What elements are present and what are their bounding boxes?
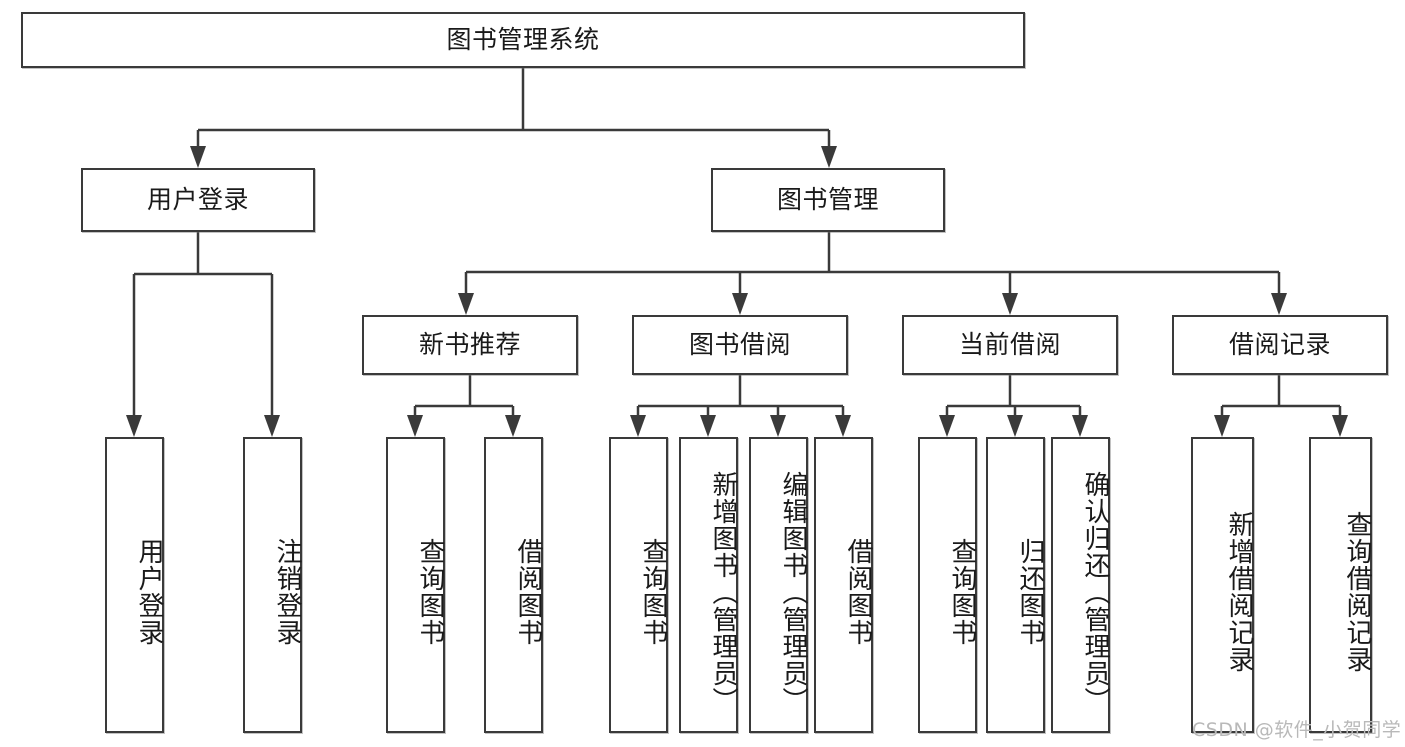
arrow-cb-leaf-1 xyxy=(939,415,955,437)
leaf-bb-query-books[interactable]: 查询图书 xyxy=(609,437,668,733)
node-label: 图书管理 xyxy=(776,185,879,215)
arrow-to-book-mgmt xyxy=(821,146,837,168)
leaf-cb-confirm-return-admin[interactable]: 确认归还（管理员） xyxy=(1051,437,1110,733)
node-label: 归还图书 xyxy=(1015,538,1045,646)
arrow-bb-leaf-1 xyxy=(630,415,646,437)
node-label: 借阅图书 xyxy=(843,538,873,646)
leaf-user-login[interactable]: 用户登录 xyxy=(105,437,164,733)
node-label: 图书管理系统 xyxy=(446,25,600,55)
node-label: 当前借阅 xyxy=(958,330,1061,360)
node-user-login[interactable]: 用户登录 xyxy=(81,168,315,232)
arrow-user-leaf-2 xyxy=(264,415,280,437)
node-library-management-system[interactable]: 图书管理系统 xyxy=(21,12,1025,68)
node-label: 编辑图书（管理员） xyxy=(778,470,808,714)
leaf-bb-borrow-books[interactable]: 借阅图书 xyxy=(814,437,873,733)
arrow-nb-leaf-1 xyxy=(407,415,423,437)
node-current-borrowing[interactable]: 当前借阅 xyxy=(902,315,1118,375)
arrow-cb-leaf-3 xyxy=(1072,415,1088,437)
watermark: CSDN @软件_小贺同学 xyxy=(1192,719,1402,741)
node-label: 借阅图书 xyxy=(513,538,543,646)
arrow-br-leaf-2 xyxy=(1332,415,1348,437)
node-label: 新增借阅记录 xyxy=(1224,511,1254,673)
arrow-nb-leaf-2 xyxy=(505,415,521,437)
leaf-cb-query-books[interactable]: 查询图书 xyxy=(918,437,977,733)
arrow-to-new-book xyxy=(458,293,474,315)
arrow-bb-leaf-2 xyxy=(700,415,716,437)
arrow-user-leaf-1 xyxy=(126,415,142,437)
node-new-book-recommendation[interactable]: 新书推荐 xyxy=(362,315,578,375)
arrow-cb-leaf-2 xyxy=(1007,415,1023,437)
arrow-br-leaf-1 xyxy=(1214,415,1230,437)
arrow-to-book-borrow xyxy=(732,293,748,315)
node-borrow-records[interactable]: 借阅记录 xyxy=(1172,315,1388,375)
node-label: 图书借阅 xyxy=(688,330,791,360)
arrow-bb-leaf-3 xyxy=(770,415,786,437)
node-label: 查询图书 xyxy=(638,538,668,646)
node-label: 借阅记录 xyxy=(1228,330,1331,360)
leaf-bb-add-book-admin[interactable]: 新增图书（管理员） xyxy=(679,437,738,733)
leaf-nb-query-books[interactable]: 查询图书 xyxy=(386,437,445,733)
arrow-bb-leaf-4 xyxy=(835,415,851,437)
arrow-to-user-login xyxy=(190,146,206,168)
node-label: 查询借阅记录 xyxy=(1342,511,1372,673)
node-label: 用户登录 xyxy=(134,538,164,646)
node-book-management[interactable]: 图书管理 xyxy=(711,168,945,232)
node-label: 用户登录 xyxy=(146,185,249,215)
leaf-br-query-record[interactable]: 查询借阅记录 xyxy=(1309,437,1372,733)
node-book-borrowing[interactable]: 图书借阅 xyxy=(632,315,848,375)
arrow-to-borrow-record xyxy=(1271,293,1287,315)
node-label: 查询图书 xyxy=(415,538,445,646)
leaf-cb-return-books[interactable]: 归还图书 xyxy=(986,437,1045,733)
node-label: 新书推荐 xyxy=(418,330,521,360)
node-label: 注销登录 xyxy=(272,538,302,646)
leaf-nb-borrow-books[interactable]: 借阅图书 xyxy=(484,437,543,733)
leaf-bb-edit-book-admin[interactable]: 编辑图书（管理员） xyxy=(749,437,808,733)
node-label: 新增图书（管理员） xyxy=(708,470,738,714)
arrow-to-current-borrow xyxy=(1002,293,1018,315)
node-label: 确认归还（管理员） xyxy=(1080,470,1110,714)
node-label: 查询图书 xyxy=(947,538,977,646)
leaf-br-add-record[interactable]: 新增借阅记录 xyxy=(1191,437,1254,733)
leaf-user-logout[interactable]: 注销登录 xyxy=(243,437,302,733)
